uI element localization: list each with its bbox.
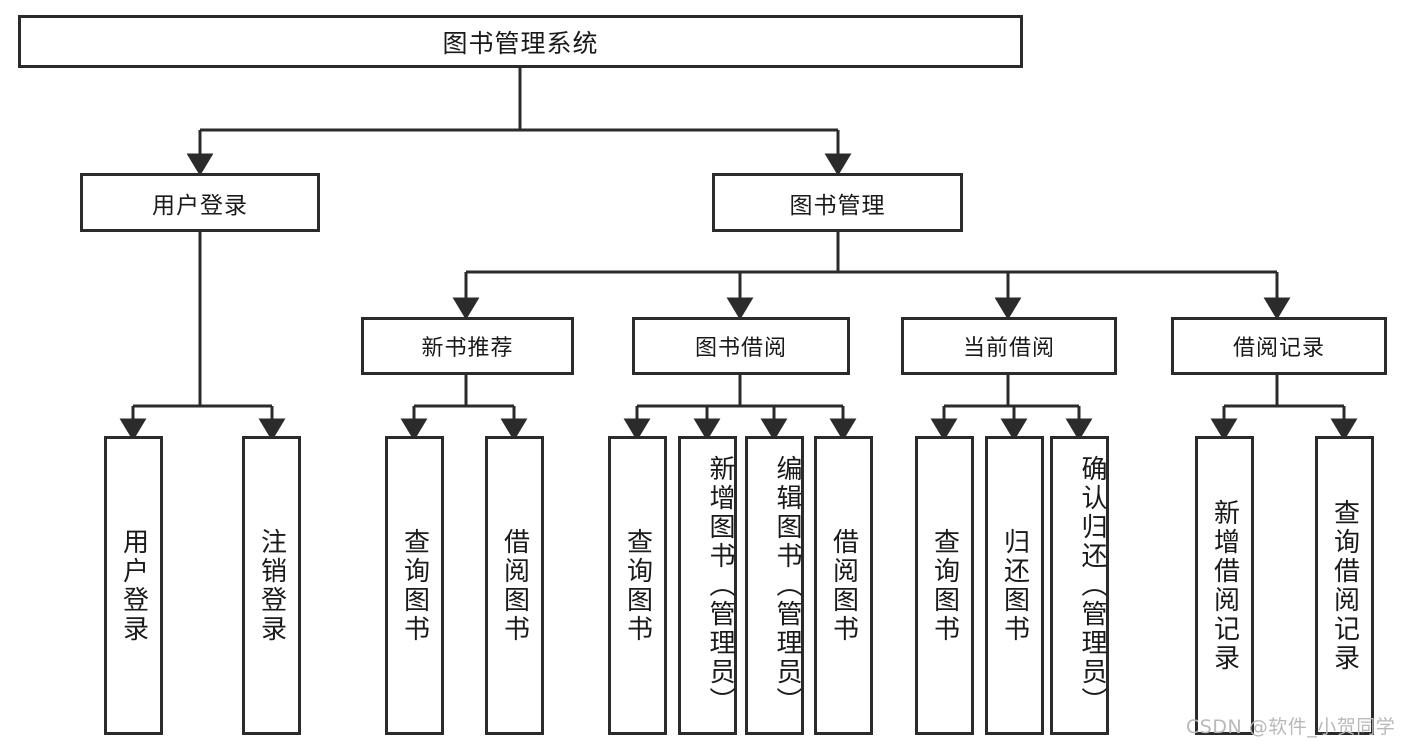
node-current-borrow-label: 当前借阅 bbox=[962, 336, 1055, 361]
node-book-borrow-label: 图书借阅 bbox=[694, 336, 787, 361]
leaf-new-book-1[interactable]: 查询图书 bbox=[385, 436, 444, 735]
node-new-book-recommend-label: 新书推荐 bbox=[421, 336, 514, 361]
leaf-new-book-2[interactable]: 借阅图书 bbox=[485, 436, 544, 735]
leaf-label: 查询图书 bbox=[399, 527, 430, 644]
leaf-book-borrow-4[interactable]: 借阅图书 bbox=[814, 436, 873, 735]
leaf-borrow-record-2[interactable]: 查询借阅记录 bbox=[1315, 436, 1374, 735]
leaf-book-borrow-2[interactable]: 新增图书（管理员） bbox=[678, 436, 737, 735]
node-book-manage[interactable]: 图书管理 bbox=[712, 173, 963, 232]
leaf-book-borrow-1[interactable]: 查询图书 bbox=[608, 436, 667, 735]
watermark: CSDN @软件_小贺同学 bbox=[1186, 716, 1396, 738]
leaf-label: 借阅图书 bbox=[828, 527, 859, 644]
node-user-login-label: 用户登录 bbox=[152, 192, 248, 219]
node-user-login[interactable]: 用户登录 bbox=[80, 173, 320, 232]
node-borrow-record[interactable]: 借阅记录 bbox=[1171, 317, 1387, 375]
node-new-book-recommend[interactable]: 新书推荐 bbox=[361, 317, 574, 375]
leaf-book-borrow-3[interactable]: 编辑图书（管理员） bbox=[745, 436, 804, 735]
leaf-label: 新增图书（管理员） bbox=[705, 455, 735, 716]
node-root-label: 图书管理系统 bbox=[442, 28, 599, 58]
node-book-borrow[interactable]: 图书借阅 bbox=[632, 317, 850, 375]
leaf-borrow-record-1[interactable]: 新增借阅记录 bbox=[1195, 436, 1254, 735]
node-borrow-record-label: 借阅记录 bbox=[1232, 336, 1325, 361]
node-root[interactable]: 图书管理系统 bbox=[18, 15, 1023, 68]
leaf-label: 用户登录 bbox=[118, 527, 149, 644]
leaf-user-login-2[interactable]: 注销登录 bbox=[242, 436, 301, 735]
leaf-label: 查询图书 bbox=[929, 527, 960, 644]
leaf-label: 新增借阅记录 bbox=[1209, 498, 1240, 673]
leaf-user-login-1[interactable]: 用户登录 bbox=[104, 436, 163, 735]
leaf-current-borrow-3[interactable]: 确认归还（管理员） bbox=[1050, 436, 1109, 735]
leaf-label: 注销登录 bbox=[256, 527, 287, 644]
leaf-label: 归还图书 bbox=[999, 527, 1030, 644]
leaf-label: 查询借阅记录 bbox=[1329, 498, 1360, 673]
leaf-current-borrow-1[interactable]: 查询图书 bbox=[915, 436, 974, 735]
leaf-label: 查询图书 bbox=[622, 527, 653, 644]
node-book-manage-label: 图书管理 bbox=[789, 192, 886, 219]
node-current-borrow[interactable]: 当前借阅 bbox=[901, 317, 1117, 375]
leaf-label: 确认归还（管理员） bbox=[1077, 455, 1107, 716]
leaf-label: 编辑图书（管理员） bbox=[772, 455, 802, 716]
leaf-label: 借阅图书 bbox=[499, 527, 530, 644]
leaf-current-borrow-2[interactable]: 归还图书 bbox=[985, 436, 1044, 735]
